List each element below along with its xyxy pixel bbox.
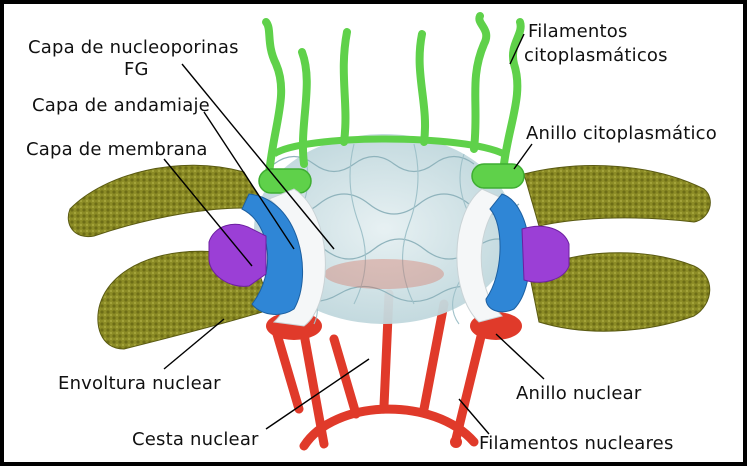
cyto-ring-right [472, 164, 524, 188]
label-nuclear-filaments: Filamentos nucleares [479, 434, 674, 454]
label-membrane-layer: Capa de membrana [26, 140, 208, 160]
label-nuclear-basket: Cesta nuclear [132, 430, 259, 450]
fg-inner-shadow [324, 259, 444, 289]
leader-nuclear-ring [496, 334, 544, 379]
leader-cyto-ring [514, 144, 532, 169]
label-nuclear-envelope: Envoltura nuclear [58, 374, 221, 394]
basket-ring [304, 409, 474, 446]
label-scaffold-layer: Capa de andamiaje [32, 96, 210, 116]
nuclear-filament-end [450, 436, 462, 448]
label-cytoplasmic-filaments-line2: citoplasmáticos [524, 46, 668, 66]
cyto-filament-5 [474, 16, 486, 149]
label-nuclear-ring: Anillo nuclear [516, 384, 641, 404]
envelope-upper-right [524, 166, 710, 226]
cyto-filament-4 [420, 34, 425, 142]
basket-strut-2 [334, 339, 356, 414]
cyto-filament-6 [504, 22, 521, 164]
label-fg-layer-line2: FG [124, 60, 149, 80]
basket-strut-4 [424, 304, 444, 409]
right-membrane-purple [522, 226, 569, 282]
basket-strut-5 [456, 324, 484, 439]
cyto-filament-3 [344, 32, 347, 142]
label-cytoplasmic-filaments-line1: Filamentos [528, 22, 628, 42]
basket-strut-1 [304, 334, 324, 444]
label-cytoplasmic-ring: Anillo citoplasmático [526, 124, 717, 144]
label-fg-layer-line1: Capa de nucleoporinas [28, 38, 239, 58]
